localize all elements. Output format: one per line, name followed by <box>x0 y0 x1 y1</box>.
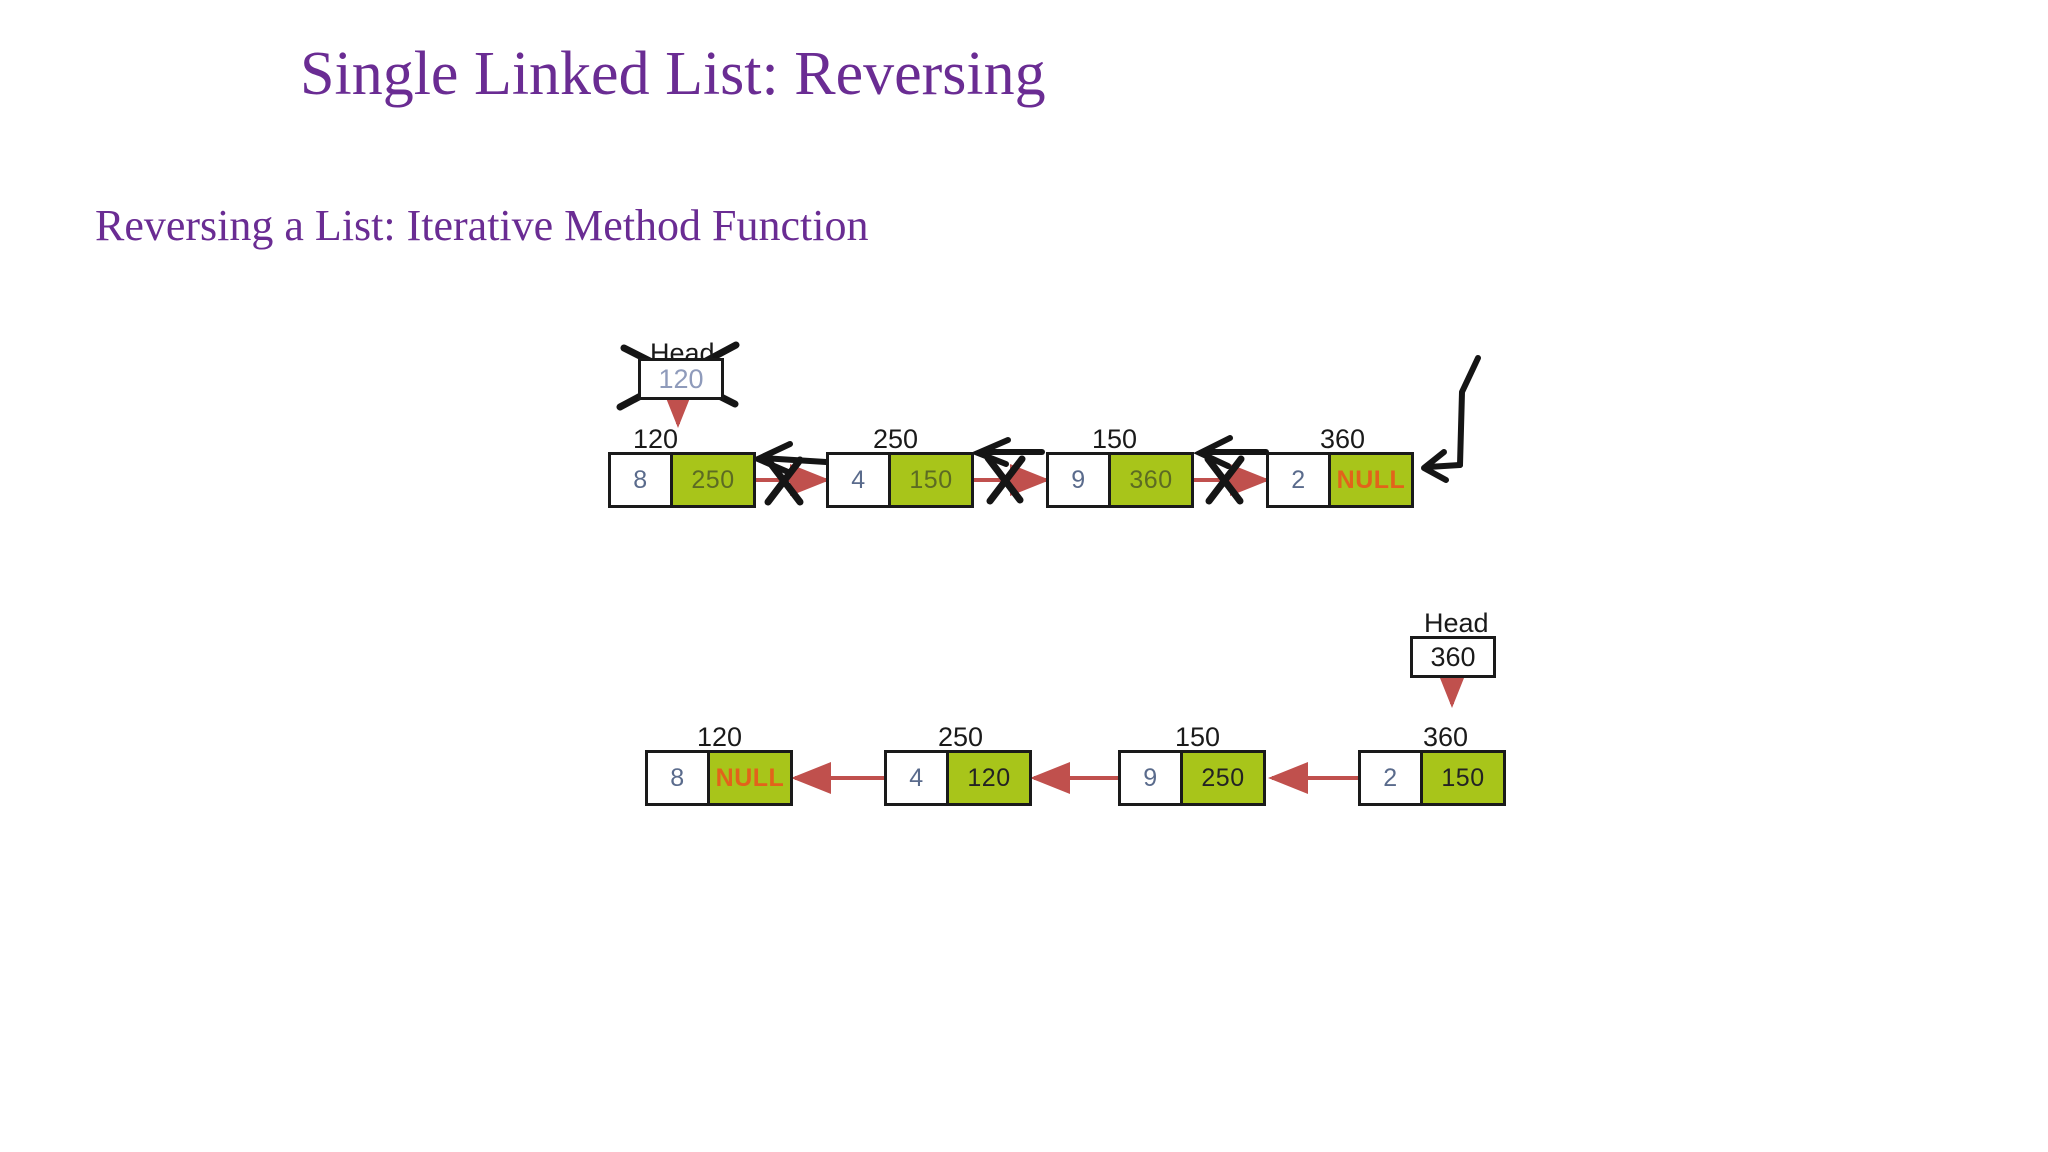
node-address-label-before-2: 150 <box>1092 424 1138 454</box>
node-next-cell: 360 <box>1111 455 1191 505</box>
node-data-cell: 8 <box>611 455 673 505</box>
list-node-after-2: 9 250 <box>1118 750 1266 806</box>
list-node-before-2: 9 360 <box>1046 452 1194 508</box>
node-address-label-after-1: 250 <box>938 722 984 752</box>
head-box-after: 360 <box>1410 636 1496 678</box>
node-next-cell: 150 <box>891 455 971 505</box>
head-box-before: 120 <box>638 358 724 400</box>
list-node-after-3: 2 150 <box>1358 750 1506 806</box>
node-data-cell: 2 <box>1361 753 1423 803</box>
page-title: Single Linked List: Reversing <box>300 40 1046 108</box>
node-data-cell: 2 <box>1269 455 1331 505</box>
list-node-before-0: 8 250 <box>608 452 756 508</box>
page-subtitle: Reversing a List: Iterative Method Funct… <box>95 201 869 250</box>
node-next-cell: 250 <box>673 455 753 505</box>
node-address-label-before-1: 250 <box>873 424 919 454</box>
head-label-after: Head <box>1424 608 1489 638</box>
node-data-cell: 4 <box>887 753 949 803</box>
node-next-cell: 120 <box>949 753 1029 803</box>
node-next-cell: 250 <box>1183 753 1263 803</box>
node-data-cell: 9 <box>1121 753 1183 803</box>
node-data-cell: 8 <box>648 753 710 803</box>
tail-hook-arrow <box>1421 355 1481 483</box>
node-data-cell: 9 <box>1049 455 1111 505</box>
list-node-before-1: 4 150 <box>826 452 974 508</box>
list-node-after-0: 8 NULL <box>645 750 793 806</box>
list-node-after-1: 4 120 <box>884 750 1032 806</box>
node-next-cell: 150 <box>1423 753 1503 803</box>
node-data-cell: 4 <box>829 455 891 505</box>
node-address-label-before-0: 120 <box>633 424 679 454</box>
node-next-cell-null: NULL <box>710 753 790 803</box>
node-next-cell-null: NULL <box>1331 455 1411 505</box>
list-node-before-3: 2 NULL <box>1266 452 1414 508</box>
node-address-label-before-3: 360 <box>1320 424 1366 454</box>
node-address-label-after-3: 360 <box>1423 722 1469 752</box>
node-address-label-after-0: 120 <box>697 722 743 752</box>
node-address-label-after-2: 150 <box>1175 722 1221 752</box>
